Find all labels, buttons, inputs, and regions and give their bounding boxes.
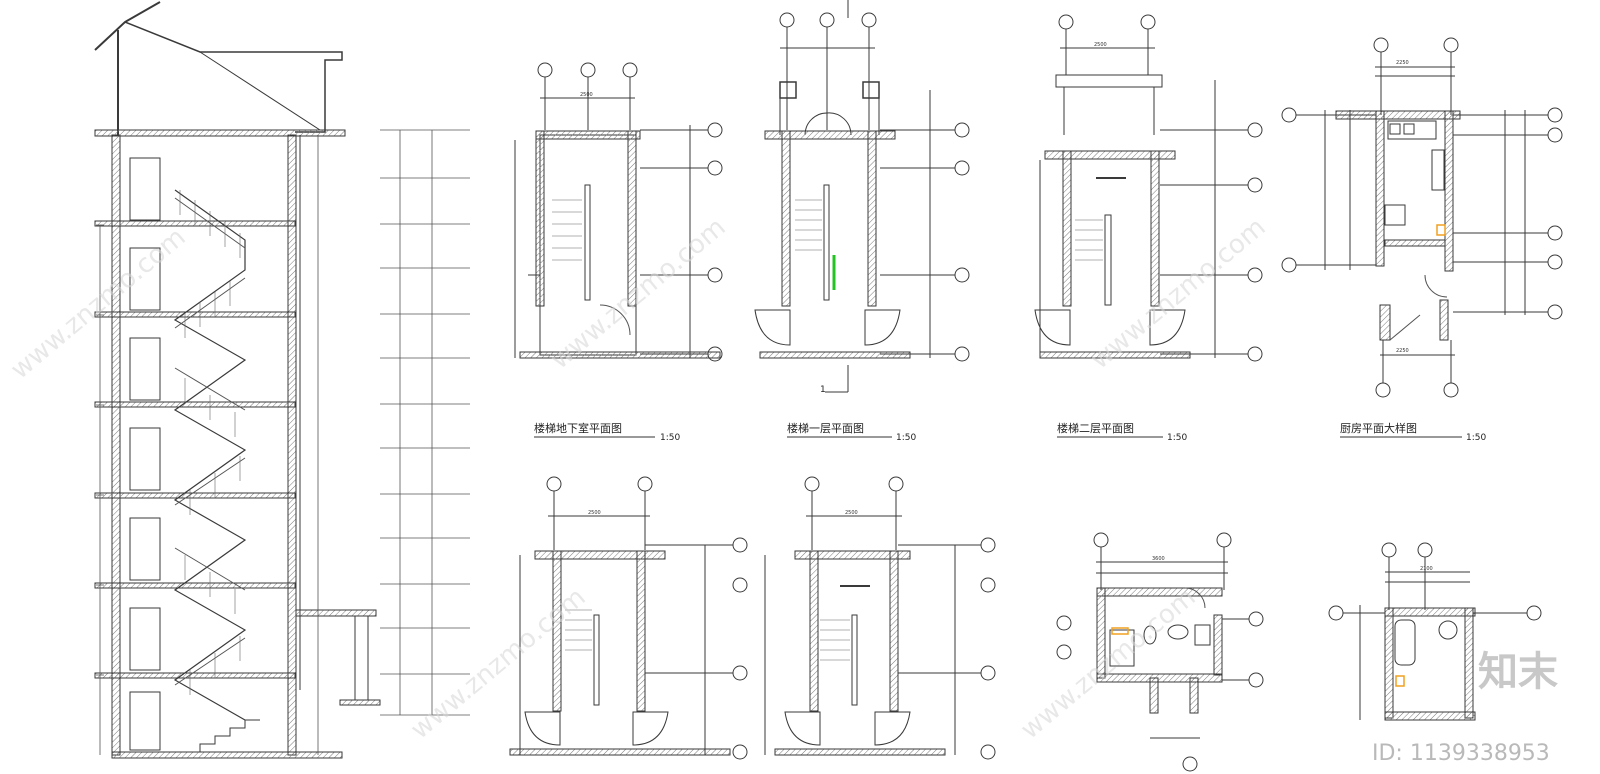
stair-width-lower-middle: 2500 [845,510,858,516]
kitchen-dim-top: 2250 [1396,60,1409,66]
section-marker: 1 [820,385,826,395]
building-section [94,1,470,759]
scale-first: 1:50 [896,433,916,443]
stair-width-basement: 2500 [580,92,593,98]
title-basement: 楼梯地下室平面图 [534,421,622,435]
stair-plan-first [754,0,970,393]
stair-plan-second [1034,14,1263,362]
small-bath-width: 2100 [1420,566,1433,572]
scale-basement: 1:50 [660,433,680,443]
watermark-1: www.znzmo.com [5,222,191,385]
stair-plan-lower-middle [764,476,996,760]
watermark-4: www.znzmo.com [405,582,591,745]
plan-titles: 楼梯地下室平面图 1:50 楼梯一层平面图 1:50 楼梯二层平面图 1:50 … [534,42,1486,572]
title-second: 楼梯二层平面图 [1057,421,1134,435]
title-first: 楼梯一层平面图 [787,421,864,435]
stair-width-second: 2500 [1094,42,1107,48]
scale-second: 1:50 [1167,433,1187,443]
brand-logo: 知末 ID: 1139338953 [1372,649,1558,766]
stair-width-lower-left: 2500 [588,510,601,516]
kitchen-dim-bottom: 2250 [1396,348,1409,354]
stair-plan-basement [514,62,723,362]
stair-plan-lower-left [509,476,748,760]
small-bathroom-plan [1328,542,1542,721]
bathroom-plan [1056,532,1264,772]
brand-mark: 知末 [1478,649,1558,695]
watermark-5: www.znzmo.com [1015,582,1201,745]
id-label: ID: 1139338953 [1372,741,1550,766]
scale-kitchen: 1:50 [1466,433,1486,443]
watermark-3: www.znzmo.com [1085,212,1271,375]
bath-width: 3600 [1152,556,1165,562]
title-kitchen: 厨房平面大样图 [1340,421,1417,435]
kitchen-plan [1281,37,1563,398]
watermark-2: www.znzmo.com [545,212,731,375]
